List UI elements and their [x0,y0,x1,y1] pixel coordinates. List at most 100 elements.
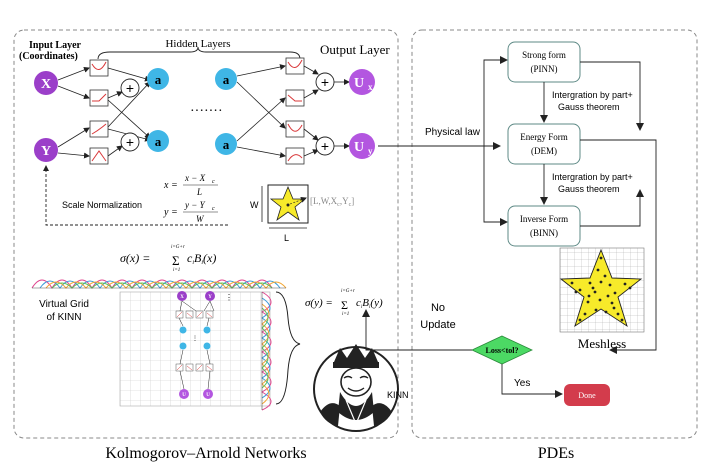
meshless-point [570,281,574,285]
pde-panel-title: PDEs [538,445,574,462]
done-label: Done [578,391,596,400]
loss-check-label: Loss<tol? [485,346,518,355]
meshless-star [559,248,643,328]
svg-text:x − X: x − X [184,173,206,183]
input-layer-sublabel: (Coordinates) [19,51,78,62]
meshless-point [606,294,610,298]
energy-form-label: Energy Form [520,132,568,142]
hidden-node-a-1 [147,68,169,90]
svg-text:i=G+r: i=G+r [171,245,185,250]
spline-basis-x [31,279,287,289]
virtual-grid-label-1: Virtual Grid [39,299,89,310]
spline-basis-y [260,291,272,411]
meshless-point [578,318,582,322]
energy-to-loss [580,139,657,354]
input-node-y [34,138,58,162]
kinn-king-logo [313,344,399,432]
meshless-point [608,283,612,287]
dim-l-label: L [284,233,289,243]
output-node-ux [349,69,375,95]
hidden-node-a-3 [215,68,237,90]
meshless-point [604,310,608,314]
meshless-point [616,312,620,316]
input-layer-label: Input Layer [29,40,82,51]
svg-text:W: W [196,214,205,224]
sum-node-1-label: + [126,80,134,96]
strong-form-label: Strong form [522,50,566,60]
virtual-grid-label-2: of KINN [46,312,81,323]
meshless-point [578,288,582,292]
branch-to-strong [483,56,508,146]
meshless-point [603,274,607,278]
svg-text:c: c [212,206,215,212]
output-node-uy [349,133,375,159]
sum-node-4-label: + [321,138,329,154]
sum-node-1 [120,78,140,98]
plus-edges-2 [303,65,319,157]
meshless-point [586,300,590,304]
output-node-uy-label: U [354,140,364,155]
svg-text:c: c [212,179,215,185]
normalization-equations: x = x − X c L y = y − Y c W [163,173,218,224]
plus-edges-1 [107,67,151,157]
meshless-point [623,282,627,286]
meshless-point [613,291,617,295]
svg-text:ciBi(x): ciBi(x) [187,251,216,266]
meshless-point [594,308,598,312]
integration-label-1b: Gauss theorem [558,102,620,112]
meshless-point [628,286,632,290]
svg-text:i=G+r: i=G+r [341,289,355,294]
hidden-node-a-4-label: a [223,137,230,152]
svg-text:X: X [180,295,184,300]
strong-form-sublabel: (PINN) [531,64,558,74]
meshless-point [599,256,603,260]
hidden-node-a-1-label: a [155,72,162,87]
yes-label: Yes [514,378,530,389]
energy-form-box [507,123,581,165]
param-arrow [289,196,307,205]
sum-node-2-label: + [126,134,134,150]
svg-text:σ(x) =: σ(x) = [120,251,150,265]
svg-text:i=1: i=1 [173,268,180,273]
svg-text:Σ: Σ [341,298,348,312]
pde-panel-border [411,29,698,439]
done-box [564,384,610,406]
sigma-y-equation: σ(y) = i=G+r Σ i=1 ciBi(y) [305,289,383,317]
integration-label-2b: Gauss theorem [558,184,620,194]
meshless-label: Meshless [578,336,626,351]
inverse-to-collector [580,189,644,227]
layer-ellipsis: ······· [190,104,223,119]
meshless-point [591,286,595,290]
svg-text:ciBi(y): ciBi(y) [356,297,383,310]
output-node-uy-sub: y [368,146,373,156]
meshless-point [612,306,616,310]
inverse-form-label: Inverse Form [520,214,568,224]
virtual-grid [119,291,271,407]
meshless-point [587,294,591,298]
output-layer-label: Output Layer [320,42,390,57]
grid-brace [275,291,301,405]
mini-kinn-network: X Y ⋮ U U [175,291,233,399]
svg-text:⋮: ⋮ [192,336,198,342]
inverse-form-sublabel: (BINN) [530,228,558,238]
strong-to-collector [580,61,644,131]
integration-label-1: Intergration by part+ [552,90,633,100]
physical-law-label: Physical law [425,127,481,138]
svg-text:y − Y: y − Y [184,200,206,210]
branch-to-inverse [483,146,508,226]
hidden-node-a-2 [147,130,169,152]
kan-panel-border [13,29,399,439]
activation-column-1 [89,59,109,165]
svg-text:L: L [196,187,202,197]
yes-path [501,364,563,398]
svg-text:⋮: ⋮ [225,293,233,302]
param-vector: [L,W,Xc,Yc] [310,196,354,208]
meshless-point [593,290,597,294]
scale-normalization-label: Scale Normalization [62,200,142,210]
inverse-form-box [507,205,581,247]
output-node-ux-sub: x [368,82,373,92]
svg-text:Σ: Σ [172,253,180,268]
meshless-point [599,280,603,284]
svg-text:U: U [206,393,210,398]
